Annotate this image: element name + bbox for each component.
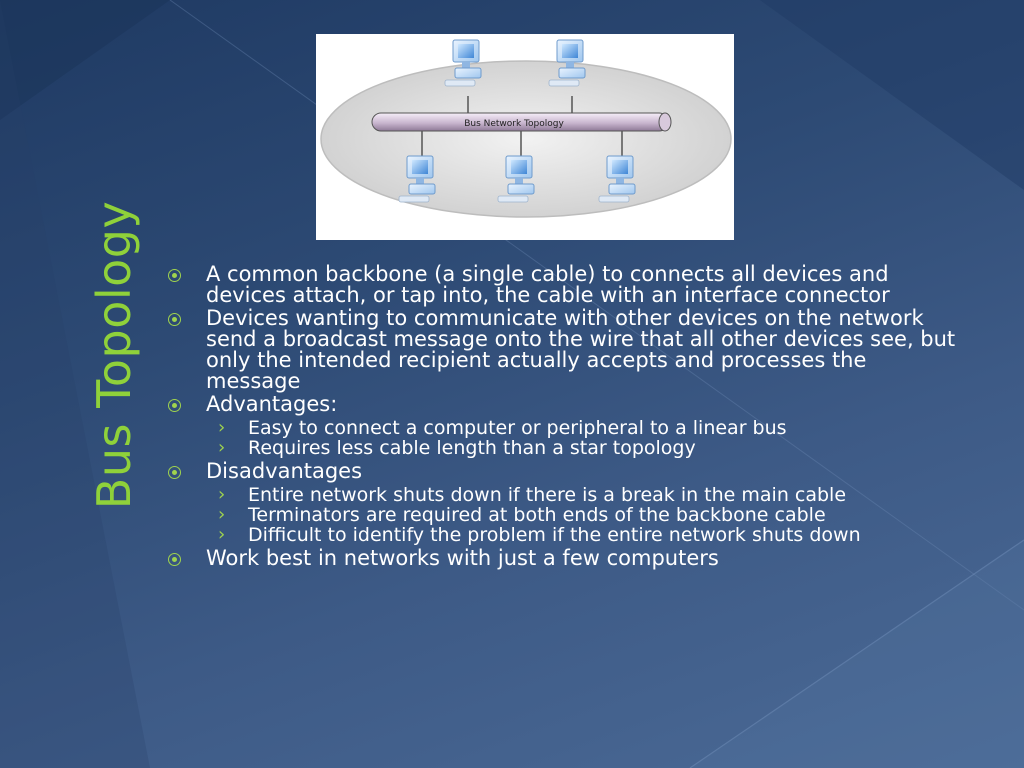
list-item: Devices wanting to communicate with othe… [160, 308, 960, 392]
list-item-text: Advantages: [206, 392, 338, 416]
list-item: A common backbone (a single cable) to co… [160, 264, 960, 306]
bus-label: Bus Network Topology [464, 119, 564, 129]
sub-list-item: › Terminators are required at both ends … [160, 504, 960, 526]
sub-list: › Easy to connect a computer or peripher… [160, 417, 960, 459]
sub-list: › Entire network shuts down if there is … [160, 484, 960, 546]
sub-list-item: › Entire network shuts down if there is … [160, 484, 960, 506]
list-item: Advantages: [160, 394, 960, 415]
list-item-text: A common backbone (a single cable) to co… [206, 262, 890, 307]
computer-icon [497, 155, 535, 203]
chevron-right-icon: › [218, 417, 226, 438]
sub-list-item: › Difficult to identify the problem if t… [160, 524, 960, 546]
list-item: Disadvantages [160, 461, 960, 482]
computer-icon [598, 155, 636, 203]
slide-content: A common backbone (a single cable) to co… [160, 262, 960, 722]
computer-icon [548, 39, 586, 87]
chevron-right-icon: › [218, 524, 226, 545]
sub-list-item-text: Terminators are required at both ends of… [248, 504, 826, 526]
list-item: Work best in networks with just a few co… [160, 548, 960, 569]
sub-list-item-text: Easy to connect a computer or peripheral… [248, 417, 787, 439]
list-item-text: Work best in networks with just a few co… [206, 546, 719, 570]
slide-title: Bus Topology [87, 200, 141, 510]
bus-topology-diagram: Bus Network Topology [316, 34, 734, 240]
circle-dot-bullet-icon [168, 466, 181, 479]
circle-dot-bullet-icon [168, 553, 181, 566]
list-item-text: Disadvantages [206, 459, 363, 483]
sub-list-item-text: Difficult to identify the problem if the… [248, 524, 861, 546]
slide-title-container: Bus Topology [82, 160, 146, 550]
chevron-right-icon: › [218, 484, 226, 505]
sub-list-item: › Requires less cable length than a star… [160, 437, 960, 459]
computer-icon [398, 155, 436, 203]
circle-dot-bullet-icon [168, 313, 181, 326]
sub-list-item: › Easy to connect a computer or peripher… [160, 417, 960, 439]
computer-icon [444, 39, 482, 87]
chevron-right-icon: › [218, 437, 226, 458]
circle-dot-bullet-icon [168, 269, 181, 282]
list-item-text: Devices wanting to communicate with othe… [206, 306, 956, 393]
sub-list-item-text: Entire network shuts down if there is a … [248, 484, 847, 506]
sub-list-item-text: Requires less cable length than a star t… [248, 437, 696, 459]
circle-dot-bullet-icon [168, 399, 181, 412]
chevron-right-icon: › [218, 504, 226, 525]
bullet-list: A common backbone (a single cable) to co… [160, 264, 960, 569]
